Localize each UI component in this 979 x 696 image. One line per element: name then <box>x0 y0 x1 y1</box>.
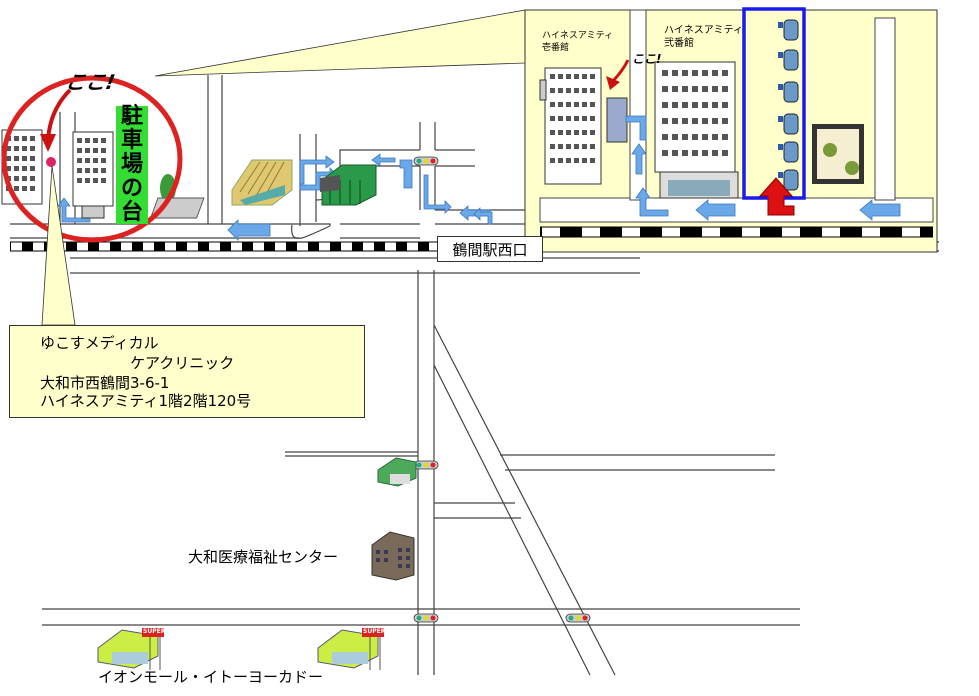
inset-here-marker: ここ! <box>632 52 662 66</box>
route-arrow-icon <box>371 153 396 167</box>
medical-center-label: 大和医療福祉センター <box>188 548 339 566</box>
parking-sign: 駐 車 場 の 台 <box>116 104 148 225</box>
location-pin-icon <box>46 157 56 167</box>
supermarket-icon <box>97 628 164 670</box>
traffic-light-icon <box>565 613 591 623</box>
building-icon <box>371 531 415 581</box>
traffic-light-icon <box>413 613 439 623</box>
clinic-address: 大和市西鶴間3-6-1 <box>40 374 170 392</box>
parking-sign-char: 台 <box>120 200 143 225</box>
route-arrow-icon <box>625 115 647 141</box>
traffic-light-icon <box>413 460 439 470</box>
route-arrow-icon <box>695 199 736 221</box>
route-arrow-icon <box>859 199 901 221</box>
route-arrow-icon <box>423 174 452 214</box>
clinic-name-line1: ゆこすメディカル <box>40 334 159 352</box>
clinic-name-line2: ケアクリニック <box>130 354 235 372</box>
parking-sign-char: 駐 <box>120 104 143 129</box>
route-arrow-icon <box>635 187 669 217</box>
route-arrow-icon <box>299 155 335 185</box>
entry-arrow-icon <box>758 177 795 216</box>
supermarket-sign: SUPER <box>143 628 166 635</box>
parking-sign-char: 場 <box>120 152 143 177</box>
route-arrows <box>57 153 493 241</box>
building-icon <box>72 131 114 219</box>
route-arrow-icon <box>631 143 647 175</box>
route-arrow-icon <box>473 207 493 225</box>
route-arrow-icon <box>399 159 413 189</box>
shop-icon <box>377 457 417 487</box>
parking-sign-char: 車 <box>120 128 143 153</box>
supermarket-icon <box>317 628 384 670</box>
red-arrow-icon <box>46 88 72 141</box>
highlight-circle <box>1 75 183 243</box>
here-marker: ここ! <box>63 70 117 94</box>
building-green-icon <box>320 164 377 206</box>
supermarket-sign: SUPER <box>363 628 386 635</box>
inset-leader <box>154 9 526 77</box>
inset-building2-label: ハイネスアミティ弐番館 <box>664 25 743 49</box>
route-arrow-icon <box>57 197 91 223</box>
inset-building1-label: ハイネスアミティ壱番館 <box>542 31 614 53</box>
station-label: 鶴間駅西口 <box>437 236 543 262</box>
address-box: ゆこすメディカル ケアクリニック 大和市西鶴間3-6-1 ハイネスアミティ1階2… <box>9 325 365 418</box>
car-icon <box>783 19 799 191</box>
shopping-mall-label: イオンモール・イトーヨーカドー <box>98 668 324 686</box>
route-arrow-icon <box>227 219 271 241</box>
clinic-building: ハイネスアミティ1階2階120号 <box>40 392 252 410</box>
parking-sign-char: の <box>120 176 143 201</box>
inset-map <box>524 7 938 253</box>
traffic-light-icon <box>413 156 439 166</box>
warehouse-icon <box>231 159 293 206</box>
